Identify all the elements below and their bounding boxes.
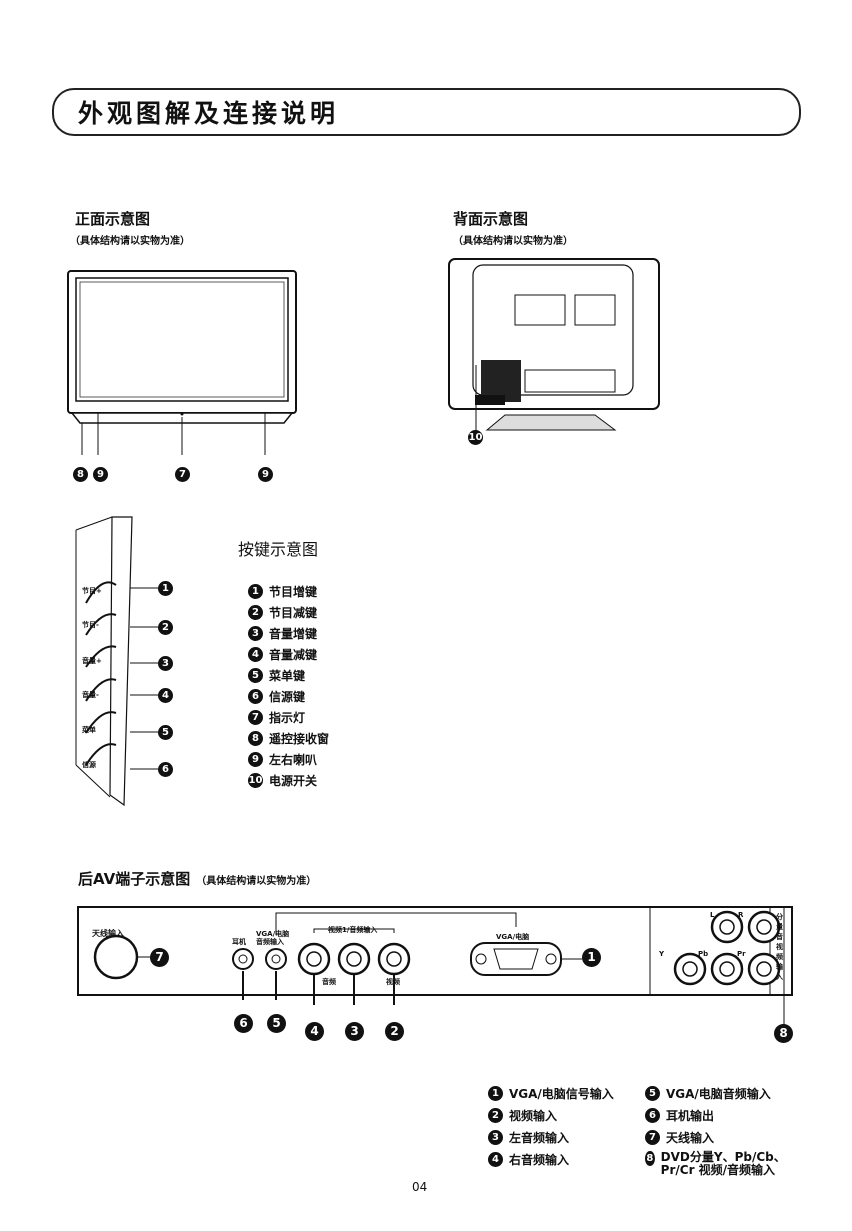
- side-key-callout-6: 6: [158, 762, 173, 777]
- rear-av-heading-row: 后AV端子示意图 （具体结构请以实物为准）: [78, 868, 316, 889]
- side-key-callout-2: 2: [158, 620, 173, 635]
- panel-label-audio: 音频: [322, 978, 336, 986]
- rear-av-note: （具体结构请以实物为准）: [196, 876, 317, 887]
- panel-label-video-audio: 视频1/音频输入: [328, 926, 378, 934]
- front-heading: 正面示意图: [75, 210, 151, 228]
- title-frame: [52, 88, 801, 136]
- front-note: （具体结构请以实物为准）: [70, 236, 190, 247]
- panel-callout-antenna: 7: [150, 948, 169, 967]
- panel-callout-left-audio: 3: [345, 1022, 364, 1041]
- panel-label-Y: Y: [659, 950, 665, 958]
- panel-label-video: 视频: [386, 978, 400, 986]
- rear-panel-illustration: [77, 906, 793, 1025]
- panel-callout-right-audio: 4: [305, 1022, 324, 1041]
- back-tv-illustration: [448, 258, 660, 431]
- panel-label-Pr: Pr: [737, 950, 746, 958]
- panel-label-component: 分量音视频输入: [776, 913, 783, 981]
- side-key-label-5: 菜单: [82, 726, 96, 734]
- panel-callout-earphone: 6: [234, 1014, 253, 1033]
- rear-av-heading: 后AV端子示意图: [78, 870, 191, 888]
- panel-label-vga: VGA/电脑: [496, 933, 530, 941]
- panel-label-antenna: 天线输入: [92, 929, 124, 938]
- side-keys-illustration: [75, 516, 158, 807]
- panel-callout-video: 2: [385, 1022, 404, 1041]
- front-callout-1: 8: [73, 467, 88, 482]
- side-key-callout-5: 5: [158, 725, 173, 740]
- back-callout: 10: [468, 430, 483, 445]
- page-number: 04: [412, 1180, 428, 1194]
- panel-label-R: R: [738, 911, 744, 919]
- side-key-callout-4: 4: [158, 688, 173, 703]
- side-key-callout-1: 1: [158, 581, 173, 596]
- panel-label-vga-audio: VGA/电脑 音频输入: [256, 930, 290, 946]
- side-key-label-2: 节目-: [82, 621, 99, 629]
- front-callout-2: 9: [93, 467, 108, 482]
- panel-label-Pb: Pb: [698, 950, 709, 958]
- back-heading: 背面示意图: [453, 210, 529, 228]
- side-key-label-4: 音量-: [82, 691, 99, 699]
- panel-callout-vga-audio: 5: [267, 1014, 286, 1033]
- panel-callout-vga: 1: [582, 948, 601, 967]
- front-callout-4: 9: [258, 467, 273, 482]
- keys-heading: 按键示意图: [238, 540, 319, 559]
- page-title: 外观图解及连接说明: [78, 99, 340, 128]
- back-note: （具体结构请以实物为准）: [453, 236, 573, 247]
- side-key-label-3: 音量+: [82, 657, 102, 665]
- panel-callout-component: 8: [774, 1024, 793, 1043]
- side-key-label-6: 信源: [82, 761, 96, 769]
- panel-label-earphone: 耳机: [232, 938, 246, 946]
- side-key-callout-3: 3: [158, 656, 173, 671]
- side-key-label-1: 节目+: [82, 587, 102, 595]
- front-tv-illustration: [67, 270, 297, 455]
- panel-label-L: L: [710, 911, 715, 919]
- front-callout-3: 7: [175, 467, 190, 482]
